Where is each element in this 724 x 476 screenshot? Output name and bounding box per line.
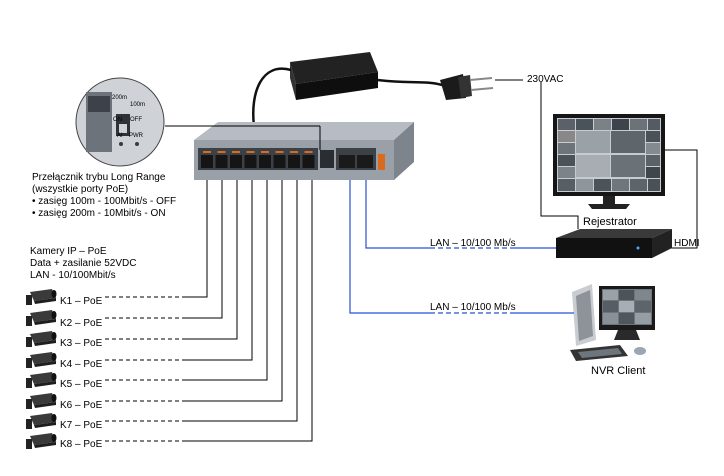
port-led [246, 151, 255, 153]
poe-port [215, 155, 228, 168]
camera-cabling [105, 170, 313, 442]
lan-label-client: LAN – 10/100 Mb/s [430, 302, 516, 313]
hdmi-label: HDMI [674, 238, 700, 249]
switch-label-100m: 100m [130, 102, 146, 108]
camera-link-cable [182, 170, 223, 319]
port-led [290, 151, 298, 153]
camera-label-k1: K1 – PoE [60, 296, 103, 307]
long-range-line: • zasięg 200m - 10Mbit/s - ON [32, 208, 166, 219]
poe-port [259, 155, 271, 168]
power-label: 230VAC [527, 74, 564, 85]
camera-label-k8: K8 – PoE [60, 439, 103, 450]
port-led [232, 151, 240, 153]
camera-label-k5: K5 – PoE [60, 379, 103, 390]
nvr-client-computer [570, 284, 655, 361]
poe-ports [201, 151, 315, 168]
camera-link-cable [182, 170, 283, 402]
camera-link-cable [182, 170, 208, 298]
cameras [26, 289, 57, 449]
port-led [304, 151, 313, 153]
camera-link-cable [182, 170, 238, 340]
switch-label-off: OFF [130, 117, 142, 123]
recorder [556, 229, 672, 258]
recorder-label: Rejestrator [583, 216, 637, 228]
poe-port [288, 155, 300, 168]
long-range-line: (wszystkie porty PoE) [32, 184, 129, 195]
poe-port [201, 155, 213, 168]
poe-switch [194, 122, 414, 180]
camera-link-cable [182, 170, 313, 442]
poe-port [230, 155, 242, 168]
ip-camera-icon [26, 289, 57, 305]
switch-label-pwr: PWR [129, 133, 143, 139]
cameras-line: LAN - 10/100Mbit/s [30, 270, 116, 281]
port-led [275, 151, 284, 153]
ip-camera-icon [26, 413, 57, 429]
lan-cabling [349, 178, 574, 314]
cameras-line: Data + zasilanie 52VDC [30, 258, 137, 269]
monitor-to-recorder-line [540, 82, 579, 229]
ip-camera-icon [26, 393, 57, 409]
poe-port [273, 155, 286, 168]
nvr-client-label: NVR Client [591, 365, 646, 377]
long-range-description: Przełącznik trybu Long Range (wszystkie … [32, 172, 176, 220]
ip-camera-icon [26, 331, 57, 347]
port-led [217, 151, 226, 153]
camera-link-cable [182, 170, 298, 422]
lan-label-recorder: LAN – 10/100 Mb/s [430, 238, 516, 249]
power-adapter [252, 52, 443, 127]
camera-label-k3: K3 – PoE [60, 338, 103, 349]
mode-switch-callout [75, 77, 252, 167]
switch-label-200m: 200m [112, 95, 128, 101]
long-range-line: • zasięg 100m - 100Mbit/s - OFF [32, 196, 177, 207]
cameras-line: Kamery IP – PoE [30, 246, 107, 257]
ip-camera-icon [26, 433, 57, 449]
port-led [261, 151, 269, 153]
ip-camera-icon [26, 352, 57, 368]
camera-link-cable [182, 170, 253, 361]
ip-camera-icon [26, 310, 57, 326]
cameras-description: Kamery IP – PoE Data + zasilanie 52VDC L… [30, 246, 136, 282]
port-led [203, 151, 211, 153]
monitor [553, 114, 665, 209]
switch-label-ai: AI [117, 133, 123, 139]
camera-link-cable [182, 170, 268, 381]
camera-label-k4: K4 – PoE [60, 359, 103, 370]
long-range-line: Przełącznik trybu Long Range [32, 172, 166, 183]
switch-label-on: ON [113, 117, 122, 123]
camera-label-k2: K2 – PoE [60, 318, 103, 329]
poe-port [302, 155, 315, 168]
power-plug [440, 74, 523, 100]
camera-label-k6: K6 – PoE [60, 400, 103, 411]
camera-label-k7: K7 – PoE [60, 420, 103, 431]
poe-port [244, 155, 257, 168]
hdmi-line [652, 149, 698, 249]
ip-camera-icon [26, 372, 57, 388]
